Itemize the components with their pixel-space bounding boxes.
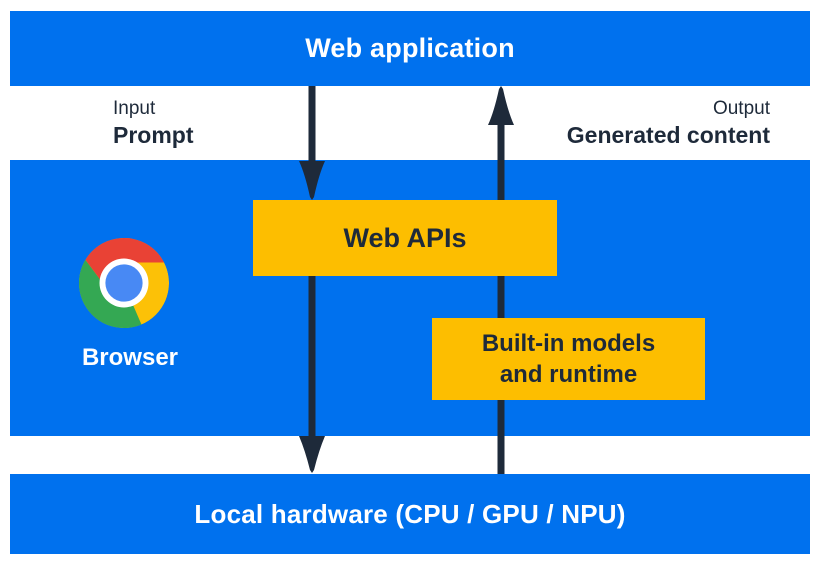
web-apis-box: Web APIs bbox=[253, 200, 557, 276]
builtin-models-label-line2: and runtime bbox=[499, 361, 638, 388]
output-label-group: Output Generated content bbox=[567, 97, 770, 149]
input-title: Input bbox=[113, 98, 156, 119]
output-title: Output bbox=[712, 98, 770, 119]
output-subtitle: Generated content bbox=[566, 122, 770, 148]
browser-label: Browser bbox=[81, 344, 179, 371]
local-hardware-bar: Local hardware (CPU / GPU / NPU) bbox=[10, 474, 810, 554]
web-application-label: Web application bbox=[305, 33, 515, 63]
local-hardware-label: Local hardware (CPU / GPU / NPU) bbox=[194, 498, 626, 529]
web-apis-label: Web APIs bbox=[343, 222, 467, 253]
chrome-logo-icon bbox=[78, 237, 170, 329]
chrome-logo-center bbox=[105, 264, 143, 302]
input-label-group: Input Prompt bbox=[113, 97, 194, 149]
builtin-models-label-line1: Built-in models bbox=[481, 330, 656, 357]
input-subtitle: Prompt bbox=[113, 122, 194, 148]
builtin-models-box: Built-in models and runtime bbox=[432, 318, 705, 400]
web-application-bar: Web application bbox=[10, 11, 810, 86]
